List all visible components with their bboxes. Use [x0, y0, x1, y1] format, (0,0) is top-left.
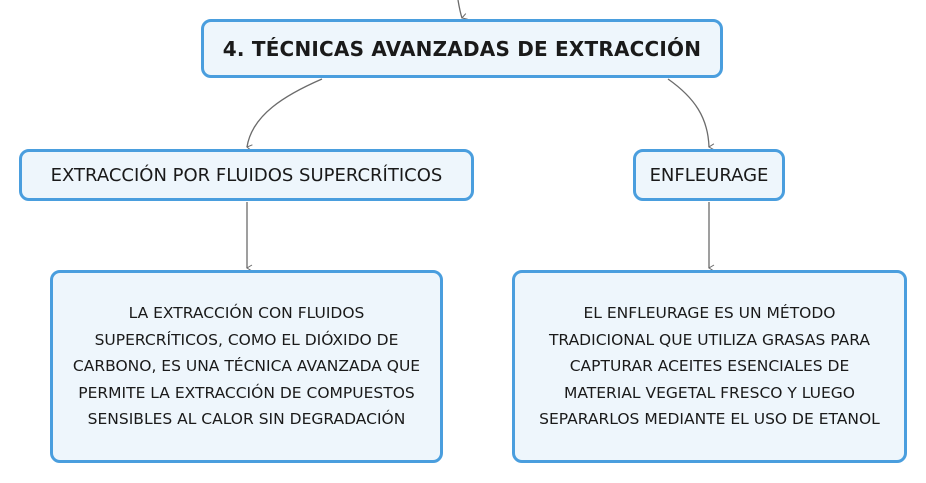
root-node-label: 4. TÉCNICAS AVANZADAS DE EXTRACCIÓN: [222, 36, 702, 61]
detail-text: LA EXTRACCIÓN CON FLUIDOS SUPERCRÍTICOS,…: [73, 300, 420, 433]
detail-line: PERMITE LA EXTRACCIÓN DE COMPUESTOS: [78, 383, 415, 402]
detail-text: EL ENFLEURAGE ES UN MÉTODO TRADICIONAL Q…: [539, 300, 880, 433]
detail-line: CARBONO, ES UNA TÉCNICA AVANZADA QUE: [72, 357, 421, 376]
connector-parent-to-root: [457, 0, 468, 20]
detail-line: SENSIBLES AL CALOR SIN DEGRADACIÓN: [87, 410, 406, 429]
topic-node-supercritical-extraction[interactable]: EXTRACCIÓN POR FLUIDOS SUPERCRÍTICOS: [19, 149, 474, 201]
topic-node-enfleurage[interactable]: ENFLEURAGE: [633, 149, 785, 201]
topic-node-label: ENFLEURAGE: [649, 164, 769, 186]
detail-line: LA EXTRACCIÓN CON FLUIDOS: [128, 304, 365, 323]
connector-root-to-topic-enfleurage: [667, 78, 715, 151]
detail-line: SUPERCRÍTICOS, COMO EL DIÓXIDO DE: [94, 330, 399, 349]
detail-line: CAPTURAR ACEITES ESENCIALES DE: [569, 357, 850, 376]
root-node[interactable]: 4. TÉCNICAS AVANZADAS DE EXTRACCIÓN: [201, 19, 723, 78]
detail-line: SEPARARLOS MEDIANTE EL USO DE ETANOL: [539, 410, 880, 429]
connector-root-to-topic-supercritical: [246, 78, 323, 152]
detail-node-enfleurage[interactable]: EL ENFLEURAGE ES UN MÉTODO TRADICIONAL Q…: [512, 270, 907, 463]
detail-line: MATERIAL VEGETAL FRESCO Y LUEGO: [563, 383, 856, 402]
detail-node-supercritical-extraction[interactable]: LA EXTRACCIÓN CON FLUIDOS SUPERCRÍTICOS,…: [50, 270, 443, 463]
detail-line: TRADICIONAL QUE UTILIZA GRASAS PARA: [548, 330, 871, 349]
detail-line: EL ENFLEURAGE ES UN MÉTODO: [583, 304, 836, 323]
topic-node-label: EXTRACCIÓN POR FLUIDOS SUPERCRÍTICOS: [50, 164, 443, 186]
